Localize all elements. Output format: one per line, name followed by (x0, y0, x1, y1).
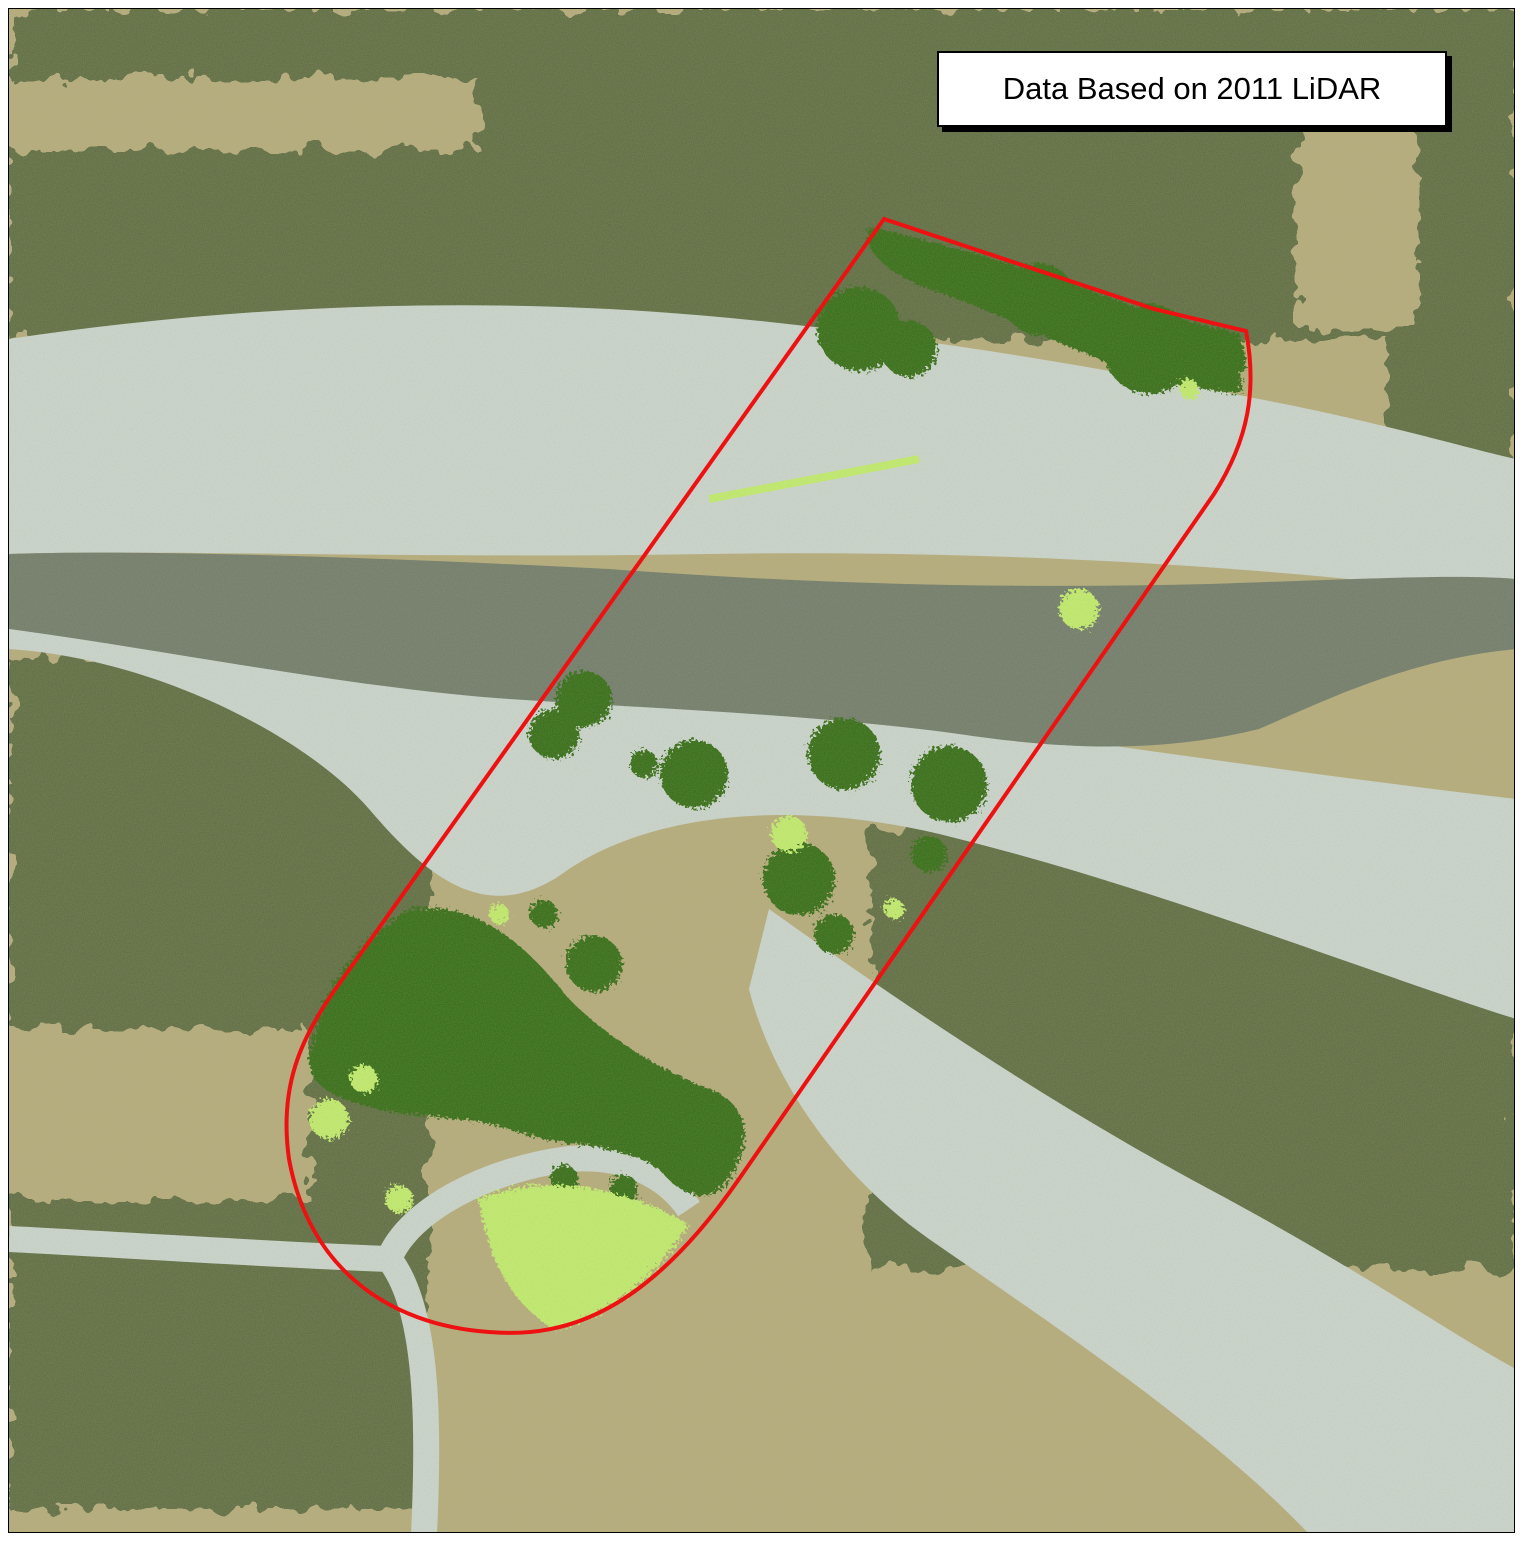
study-area-boundary[interactable] (284, 216, 1253, 1335)
aerial-map[interactable]: Data Based on 2011 LiDAR (8, 8, 1515, 1533)
imagery-texture (9, 9, 1514, 1532)
data-source-label: Data Based on 2011 LiDAR (937, 51, 1447, 127)
